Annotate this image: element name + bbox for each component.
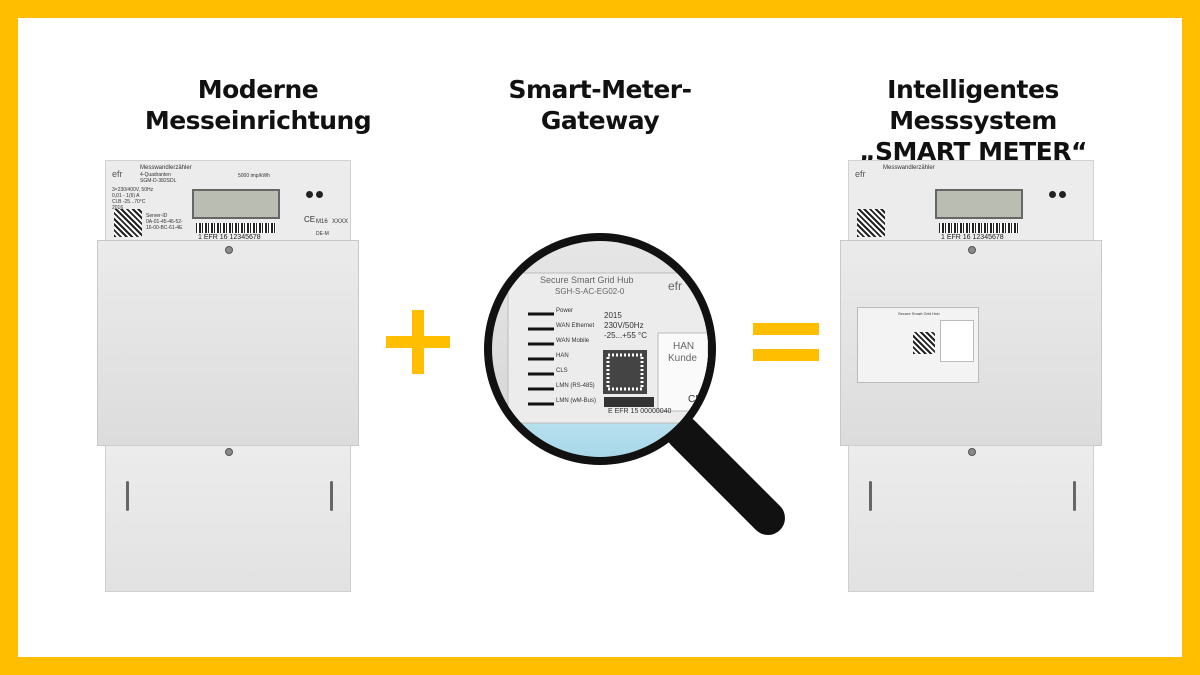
logo: efr xyxy=(855,169,866,179)
port-label: WAN Mobile xyxy=(556,338,590,344)
qr-code xyxy=(114,209,142,237)
title-line: Intelligentes Messsystem xyxy=(887,75,1059,135)
spec: 2016 xyxy=(112,205,124,211)
meter-terminal-cover xyxy=(848,445,1094,592)
equals-icon xyxy=(753,323,819,361)
screw xyxy=(968,246,976,254)
lcd-display xyxy=(192,189,280,219)
han-label: Kunde xyxy=(668,353,697,364)
serial-number: 1 EFR 16 12345678 xyxy=(941,234,1004,241)
server-id: 0A-01-45-46-52- xyxy=(146,219,183,225)
server-id: Server-ID xyxy=(146,213,168,219)
port-label: WAN Ethernet xyxy=(556,323,595,329)
port-label: CLS xyxy=(556,368,568,374)
qr-code xyxy=(857,209,885,237)
gateway-serial: E EFR 15 00000040 xyxy=(608,408,672,415)
spec: 3×230/400V, 50Hz xyxy=(112,187,154,193)
meter-type: Messwandlerzähler xyxy=(140,165,192,171)
meter-sub: 4-Quadranten xyxy=(140,172,171,178)
port-label: HAN xyxy=(556,353,569,359)
magnifying-glass-icon xyxy=(484,233,785,535)
gateway-title: Secure Smart Grid Hub xyxy=(540,275,634,285)
dem-mark: DE-M xyxy=(316,231,329,237)
screw xyxy=(225,448,233,456)
screw xyxy=(968,448,976,456)
title-right: Intelligentes Messsystem „SMART METER“ xyxy=(803,74,1143,167)
port-label: LMN (RS-485) xyxy=(556,383,595,389)
meter-cover: Secure Smart Grid Hub xyxy=(840,240,1102,446)
gateway-spec: 230V/50Hz xyxy=(604,321,644,330)
barcode xyxy=(196,223,276,233)
ce-mark: CE xyxy=(304,215,316,224)
slot xyxy=(1073,481,1076,511)
title-left: Moderne Messeinrichtung xyxy=(118,74,398,136)
meter-cover xyxy=(97,240,359,446)
optical-leds xyxy=(306,191,326,199)
gateway-small: Secure Smart Grid Hub xyxy=(857,307,979,383)
title-middle: Smart-Meter- Gateway xyxy=(460,74,740,136)
plus-icon xyxy=(386,310,450,374)
barcode xyxy=(939,223,1019,233)
han-label: HAN xyxy=(673,341,695,352)
logo: efr xyxy=(112,169,123,179)
optical-leds xyxy=(1049,191,1069,199)
screw xyxy=(225,246,233,254)
xxxx: XXXX xyxy=(332,219,349,225)
ce-mark: CE xyxy=(688,394,702,405)
meter-smart: efr Messwandlerzähler 1 EFR 16 12345678 … xyxy=(840,160,1102,592)
gateway-spec: -25...+55 °C xyxy=(604,331,647,340)
qr-code xyxy=(913,332,935,354)
meter-terminal-cover xyxy=(105,445,351,592)
infographic: Moderne Messeinrichtung Smart-Meter- Gat… xyxy=(18,18,1182,657)
logo: efr xyxy=(668,279,683,293)
gateway-title: Secure Smart Grid Hub xyxy=(898,311,940,316)
meter-head: efr Messwandlerzähler 1 EFR 16 12345678 xyxy=(848,160,1094,242)
port-label: LMN (wM-Bus) xyxy=(556,398,596,404)
slot xyxy=(869,481,872,511)
serial-number: 1 EFR 16 12345678 xyxy=(198,234,261,241)
m16-mark: M16 xyxy=(316,219,328,225)
meter-modern: efr Messwandlerzähler 4-Quadranten SGM-D… xyxy=(97,160,359,592)
title-line: Messeinrichtung xyxy=(144,106,372,135)
title-line: Moderne xyxy=(197,75,319,104)
lcd-display xyxy=(935,189,1023,219)
gateway-model: SGH-S-AC-EG02-0 xyxy=(555,287,625,296)
title-line: Smart-Meter- xyxy=(508,75,692,104)
port-label: Power xyxy=(556,308,574,314)
han-port xyxy=(940,320,974,362)
meter-type: Messwandlerzähler xyxy=(883,165,935,171)
slot xyxy=(330,481,333,511)
meter-head: efr Messwandlerzähler 4-Quadranten SGM-D… xyxy=(105,160,351,242)
slot xyxy=(126,481,129,511)
gateway-spec: 2015 xyxy=(604,311,622,320)
spec: Cl.B -25...70°C xyxy=(112,199,146,205)
meter-model: SGM-D-382SDL xyxy=(140,178,177,184)
server-id: 16-00-BC-61-4E xyxy=(146,225,183,231)
spec: 0,01 - 1(6) A xyxy=(112,193,140,199)
gateway-label-zoomed: Secure Smart Grid Hub SGH-S-AC-EG02-0 ef… xyxy=(492,241,708,457)
title-line: Gateway xyxy=(540,106,660,135)
imp-rate: 5000 imp/kWh xyxy=(238,173,270,179)
